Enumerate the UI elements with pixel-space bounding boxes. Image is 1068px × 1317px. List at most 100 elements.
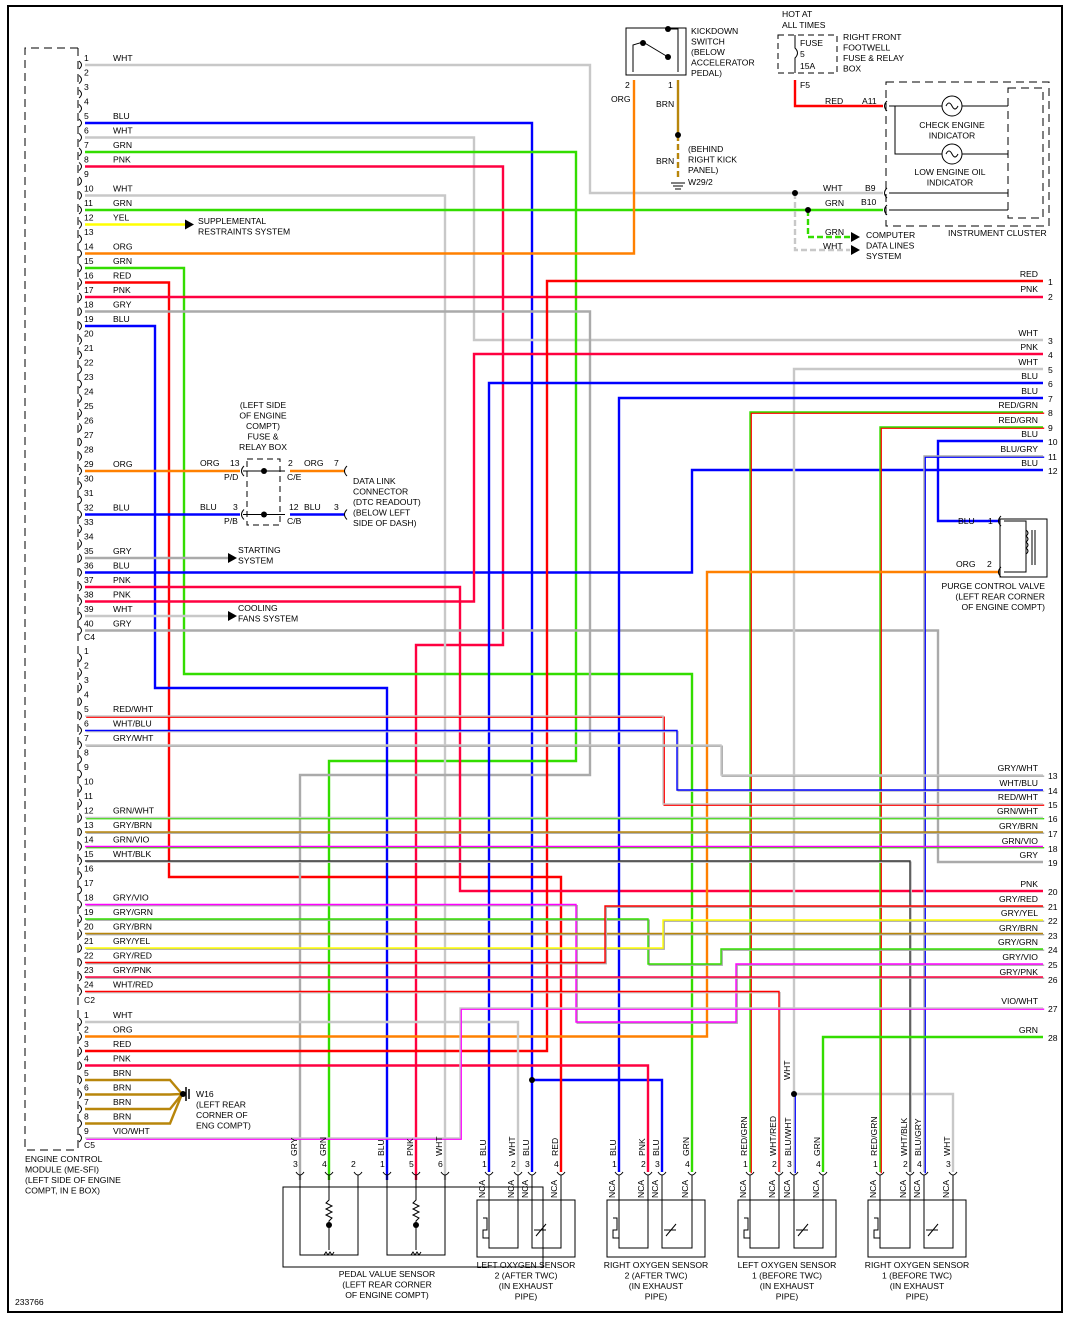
ecm-pin-number: 5: [84, 704, 89, 714]
fuse-relay-box-label: RELAY BOX: [239, 442, 287, 452]
terminal-number: 5: [1048, 365, 1053, 375]
ecm-pin-icon: [78, 653, 82, 663]
wire: [85, 352, 1043, 603]
o2-sensor-label: 1 (BEFORE TWC): [752, 1271, 822, 1281]
pin: 7: [334, 458, 339, 468]
wire-blu-o2: [85, 121, 534, 1172]
ecm-pin-icon: [78, 220, 82, 229]
wire: [85, 744, 1045, 777]
ground-w16-label: CORNER OF: [196, 1110, 248, 1120]
terminal-number: 13: [1048, 771, 1058, 781]
pedal-sensor-label: OF ENGINE COMPT): [345, 1290, 429, 1300]
wire-color: BLU: [304, 502, 321, 512]
starting-label: STARTING: [238, 545, 281, 555]
connector-terminal-icon: [241, 509, 245, 520]
o2-sensor-label: (IN EXHAUST: [890, 1281, 945, 1291]
ecm-pin-number: 18: [84, 893, 94, 903]
connector-id: P/D: [224, 472, 238, 482]
wire-color: ORG: [200, 458, 220, 468]
pin: 13: [230, 458, 240, 468]
sensor-pin-number: 2: [351, 1159, 356, 1169]
terminal-number: 23: [1048, 931, 1058, 941]
wire-brn-ground: [85, 1092, 183, 1096]
ecm-pin-icon: [78, 813, 82, 822]
splice-dot: [261, 511, 267, 518]
ecm-pin-number: 29: [84, 459, 94, 469]
ecm-pin-icon: [78, 611, 82, 621]
sensor-pin-number: 3: [525, 1159, 530, 1169]
ecm-pin-icon: [78, 1090, 82, 1099]
ecm-box: [24, 47, 78, 1151]
nca-label: NCA: [636, 1180, 646, 1198]
data-lines-arrow-icon: [851, 232, 860, 242]
sensor-wire-color: BLU: [478, 1139, 488, 1156]
ecm-wire-color: WHT/RED: [113, 980, 153, 990]
ecm-pin-icon: [78, 292, 82, 302]
sensor-pin-number: 4: [322, 1159, 327, 1169]
ecm-wire-color: WHT: [113, 1010, 133, 1020]
splice-dot: [805, 207, 811, 213]
sensor-pin-number: 3: [293, 1159, 298, 1169]
ecm-pin-number: 21: [84, 343, 94, 353]
fuse-box-label: FUSE & RELAY: [843, 53, 904, 63]
ecm-pin-icon: [78, 972, 82, 982]
sensor-pin-number: 2: [772, 1159, 777, 1169]
ecm-pin-number: 20: [84, 329, 94, 339]
ecm-wire-color: WHT: [113, 126, 133, 136]
terminal-wire-color: GRY/YEL: [1001, 908, 1038, 918]
pin: 2: [288, 458, 293, 468]
data-link-connector-label: (BELOW LEFT: [353, 508, 411, 518]
terminal-wire-color: PNK: [1020, 879, 1038, 889]
kickdown-pin: 1: [668, 80, 673, 90]
kickdown-wire-color: BRN: [656, 156, 674, 166]
ecm-pin-icon: [78, 1075, 82, 1085]
fuse-number: 5: [800, 49, 805, 59]
purge-pin: 2: [987, 559, 992, 569]
wire-color: ORG: [304, 458, 324, 468]
o2-sensor-label: RIGHT OXYGEN SENSOR: [604, 1260, 708, 1270]
ecm-pin-icon: [78, 524, 82, 534]
ecm-pin-icon: [78, 755, 82, 764]
nca-label: NCA: [941, 1180, 951, 1198]
terminal-number: 18: [1048, 844, 1058, 854]
ground-icon: [671, 182, 685, 190]
wire-wht-data-lines: [793, 193, 850, 252]
ecm-pin-number: 20: [84, 922, 94, 932]
ecm-pin-icon: [78, 89, 82, 99]
ecm-pin-icon: [78, 75, 82, 84]
nca-label: NCA: [898, 1180, 908, 1198]
ecm-pin-number: 4: [84, 97, 89, 107]
ecm-pin-icon: [78, 568, 82, 577]
sensor-pin-number: 3: [946, 1159, 951, 1169]
purge-label: (LEFT REAR CORNER: [955, 592, 1045, 602]
ecm-pin-icon: [78, 205, 82, 215]
fuse-relay-box: [246, 458, 281, 526]
sensor-wire-color: WHT: [434, 1136, 444, 1156]
connector-terminal-icon: [241, 465, 245, 477]
terminal-wire-color: RED/WHT: [998, 792, 1039, 802]
terminal-wire-color: BLU: [1021, 429, 1038, 439]
ecm-pin-icon: [78, 162, 82, 171]
fuse-relay-box-label: (LEFT SIDE: [240, 400, 286, 410]
sensor-wire-color: BLU: [376, 1139, 386, 1156]
fuse-relay-box-label: FUSE &: [247, 432, 278, 442]
data-link-connector-label: DATA LINK: [353, 476, 396, 486]
ecm-pin-number: 35: [84, 546, 94, 556]
starting-arrow-icon: [228, 553, 237, 563]
ecm-wire-color: GRY/YEL: [113, 936, 150, 946]
terminal-number: 17: [1048, 829, 1058, 839]
sensor-wire-color: BLU/WHT: [783, 1117, 793, 1156]
ecm-pin-number: 24: [84, 387, 94, 397]
sensor-pin-number: 5: [409, 1159, 414, 1169]
pedal-sensor-label: PEDAL VALUE SENSOR: [339, 1269, 435, 1279]
ecm-pin-icon: [78, 1032, 82, 1041]
starting-label: SYSTEM: [238, 556, 273, 566]
ecm-wire-color: RED/WHT: [113, 704, 154, 714]
ecm-pin-number: 34: [84, 532, 94, 542]
ecm-pin-icon: [78, 900, 82, 909]
terminal-number: 9: [1048, 423, 1053, 433]
ecm-pin-icon: [78, 481, 82, 490]
terminal-wire-color: WHT/BLU: [999, 778, 1038, 788]
ecm-pin-number: 2: [84, 1025, 89, 1035]
wire-red-fuse: [793, 80, 883, 108]
